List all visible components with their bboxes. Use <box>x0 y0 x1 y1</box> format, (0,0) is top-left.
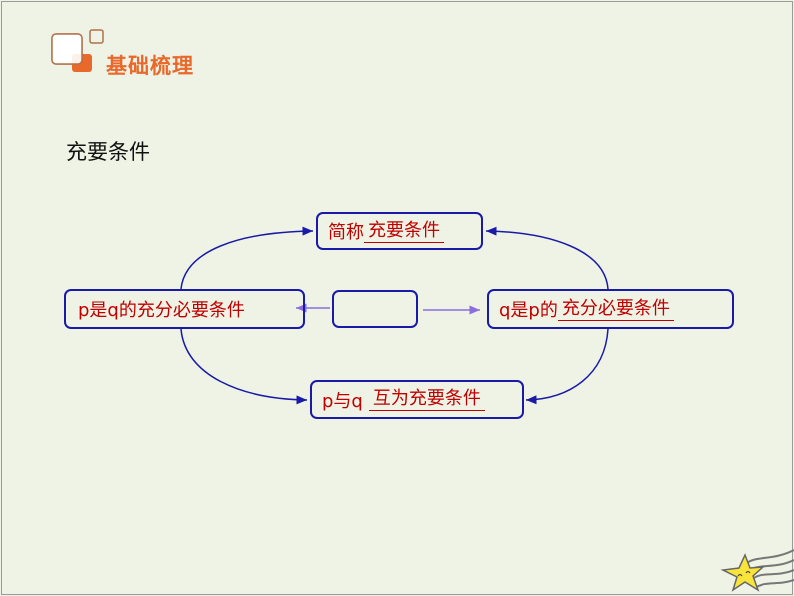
box-mutual: p与q 互为充要条件 <box>310 380 524 419</box>
box-label: q是p的 <box>499 300 558 321</box>
fill-answer: 互为充要条件 <box>368 388 485 411</box>
box-q-condition: q是p的 充分必要条件 <box>487 289 734 329</box>
star-decoration-icon <box>720 549 794 592</box>
arrow-right-to-top <box>485 226 609 290</box>
box-label: p与q <box>322 390 363 412</box>
box-label: p是q的充分必要条件 <box>78 300 245 321</box>
arrow-left-to-top <box>180 226 314 290</box>
topic-heading: 充要条件 <box>66 140 150 164</box>
box-label: 简称 <box>328 222 364 243</box>
box-p-condition: p是q的充分必要条件 <box>64 289 305 329</box>
section-logo-icon <box>51 29 104 72</box>
fill-answer: 充要条件 <box>364 220 444 243</box>
arrow-right-to-bottom <box>525 328 609 405</box>
box-center-blank <box>332 290 418 328</box>
arrow-left-to-bottom <box>180 328 308 405</box>
box-abbreviation: 简称 充要条件 <box>316 212 483 250</box>
fill-answer: 充分必要条件 <box>557 298 674 321</box>
section-title: 基础梳理 <box>106 54 194 78</box>
